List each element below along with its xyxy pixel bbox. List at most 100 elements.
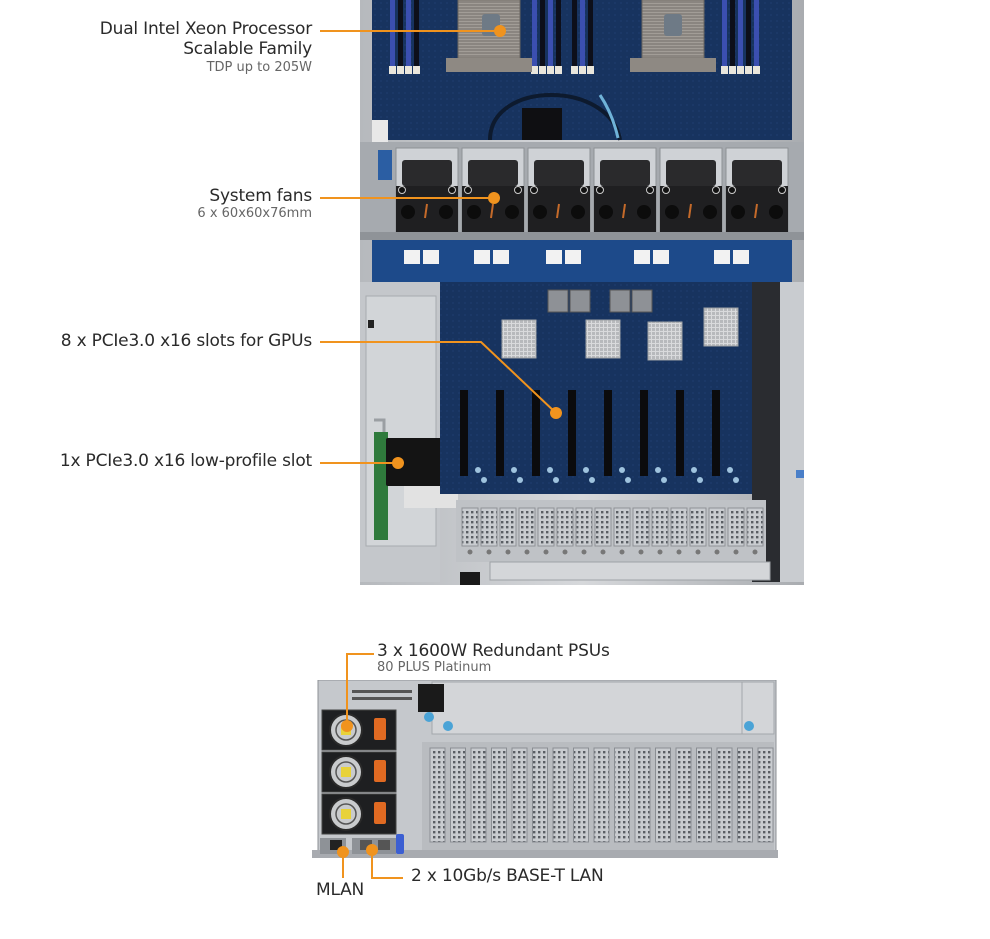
rear-vent-slot [655, 747, 671, 843]
rear-vent-slot [675, 747, 692, 843]
cpu-callout-label: Dual Intel Xeon Processor Scalable Famil… [99, 19, 312, 76]
gpu-callout-dot [550, 407, 562, 419]
dimm-slot [754, 0, 759, 66]
gpu-baseboard [440, 282, 752, 494]
power-connector [634, 250, 650, 264]
dimm-slot [532, 0, 537, 66]
bracket-vent [518, 507, 536, 547]
mlan-title: MLAN [316, 880, 365, 900]
dimm-latch [413, 66, 420, 74]
bracket-screw [524, 549, 530, 555]
psu-callout-label: 3 x 1600W Redundant PSUs 80 PLUS Platinu… [377, 641, 610, 675]
cpu-title-line2: Scalable Family [183, 38, 312, 59]
lp-slot-callout-dot [392, 457, 404, 469]
system-fan [659, 147, 723, 240]
bracket-vent [708, 507, 726, 547]
power-supply-unit [321, 793, 397, 835]
capacitor [475, 467, 481, 473]
capacitor [481, 477, 487, 483]
capacitor [547, 467, 553, 473]
dimm-latch [531, 66, 538, 74]
power-connector [423, 250, 439, 264]
slimsas-connector [547, 289, 569, 313]
top-view-illustration [360, 0, 804, 590]
dimm-slot [556, 0, 561, 66]
bracket-screw [505, 549, 511, 555]
dimm-slot [548, 0, 553, 66]
gpu-pcie-slot [532, 390, 540, 476]
capacitor [553, 477, 559, 483]
bracket-vent [480, 507, 498, 547]
cpu-title-line1: Dual Intel Xeon Processor [99, 19, 312, 39]
bracket-vent [689, 507, 707, 547]
gpu-pcie-slot [604, 390, 612, 476]
cpu-1 [446, 0, 532, 72]
dimm-latch [389, 66, 396, 74]
bracket-vent [575, 507, 593, 547]
dimm-slot [572, 0, 577, 66]
rear-vent-slot [429, 747, 446, 843]
dimm-latch [579, 66, 586, 74]
capacitor [619, 467, 625, 473]
dimm-slot [406, 0, 411, 66]
system-fan [725, 147, 789, 240]
dimm-latch [587, 66, 594, 74]
dimm-slot [580, 0, 585, 66]
fans-callout-label: System fans 6 x 60x60x76mm [197, 186, 312, 221]
capacitor [697, 477, 703, 483]
dimm-slot [540, 0, 545, 66]
bracket-screw [657, 549, 663, 555]
bracket-vent [594, 507, 612, 547]
bracket-vent [632, 507, 650, 547]
power-connector [653, 250, 669, 264]
capacitor [691, 467, 697, 473]
dimm-latch [555, 66, 562, 74]
dimm-slot [730, 0, 735, 66]
bracket-vent [499, 507, 517, 547]
psu-title: 3 x 1600W Redundant PSUs [377, 641, 610, 661]
power-connector [493, 250, 509, 264]
gpu-slots-title: 8 x PCIe3.0 x16 slots for GPUs [60, 331, 312, 351]
low-profile-riser [374, 432, 388, 540]
rear-vent-slot [634, 747, 651, 843]
dimm-latch [745, 66, 752, 74]
power-connector [474, 250, 490, 264]
lp-slot-callout-label: 1x PCIe3.0 x16 low-profile slot [60, 451, 312, 472]
capacitor [655, 467, 661, 473]
bracket-vent [613, 507, 631, 547]
server-rear-view [312, 679, 778, 860]
fans-title: System fans [209, 186, 312, 206]
lan-ports [320, 834, 404, 854]
fans-subtitle: 6 x 60x60x76mm [197, 205, 312, 221]
bracket-screw [543, 549, 549, 555]
pcie-switch-heatsink [501, 319, 537, 359]
rear-vent-slot [696, 747, 712, 843]
system-fan [527, 147, 591, 240]
dimm-latch [397, 66, 404, 74]
power-connector [565, 250, 581, 264]
bracket-screw [714, 549, 720, 555]
lan-title: 2 x 10Gb/s BASE-T LAN [411, 866, 604, 886]
bracket-vent [651, 507, 669, 547]
cpu-callout-dot [494, 25, 506, 37]
capacitor [733, 477, 739, 483]
gpu-pcie-slot [712, 390, 720, 476]
bracket-screw [467, 549, 473, 555]
fans-callout-dot [488, 192, 500, 204]
pcie-switch-heatsink [585, 319, 621, 359]
mlan-callout-label: MLAN [316, 880, 365, 901]
bracket-screw [581, 549, 587, 555]
gpu-pcie-slot [460, 390, 468, 476]
bracket-screw [562, 549, 568, 555]
bracket-vent [746, 507, 764, 547]
system-fan [461, 147, 525, 240]
psu-callout-line [346, 653, 374, 726]
power-connector [714, 250, 730, 264]
power-connector [404, 250, 420, 264]
rear-vent-slot [757, 747, 774, 843]
slimsas-connector [631, 289, 653, 313]
lan-callout-dot [366, 844, 378, 856]
capacitor [583, 467, 589, 473]
bracket-vent [727, 507, 745, 547]
rear-vent-slot [511, 747, 528, 843]
